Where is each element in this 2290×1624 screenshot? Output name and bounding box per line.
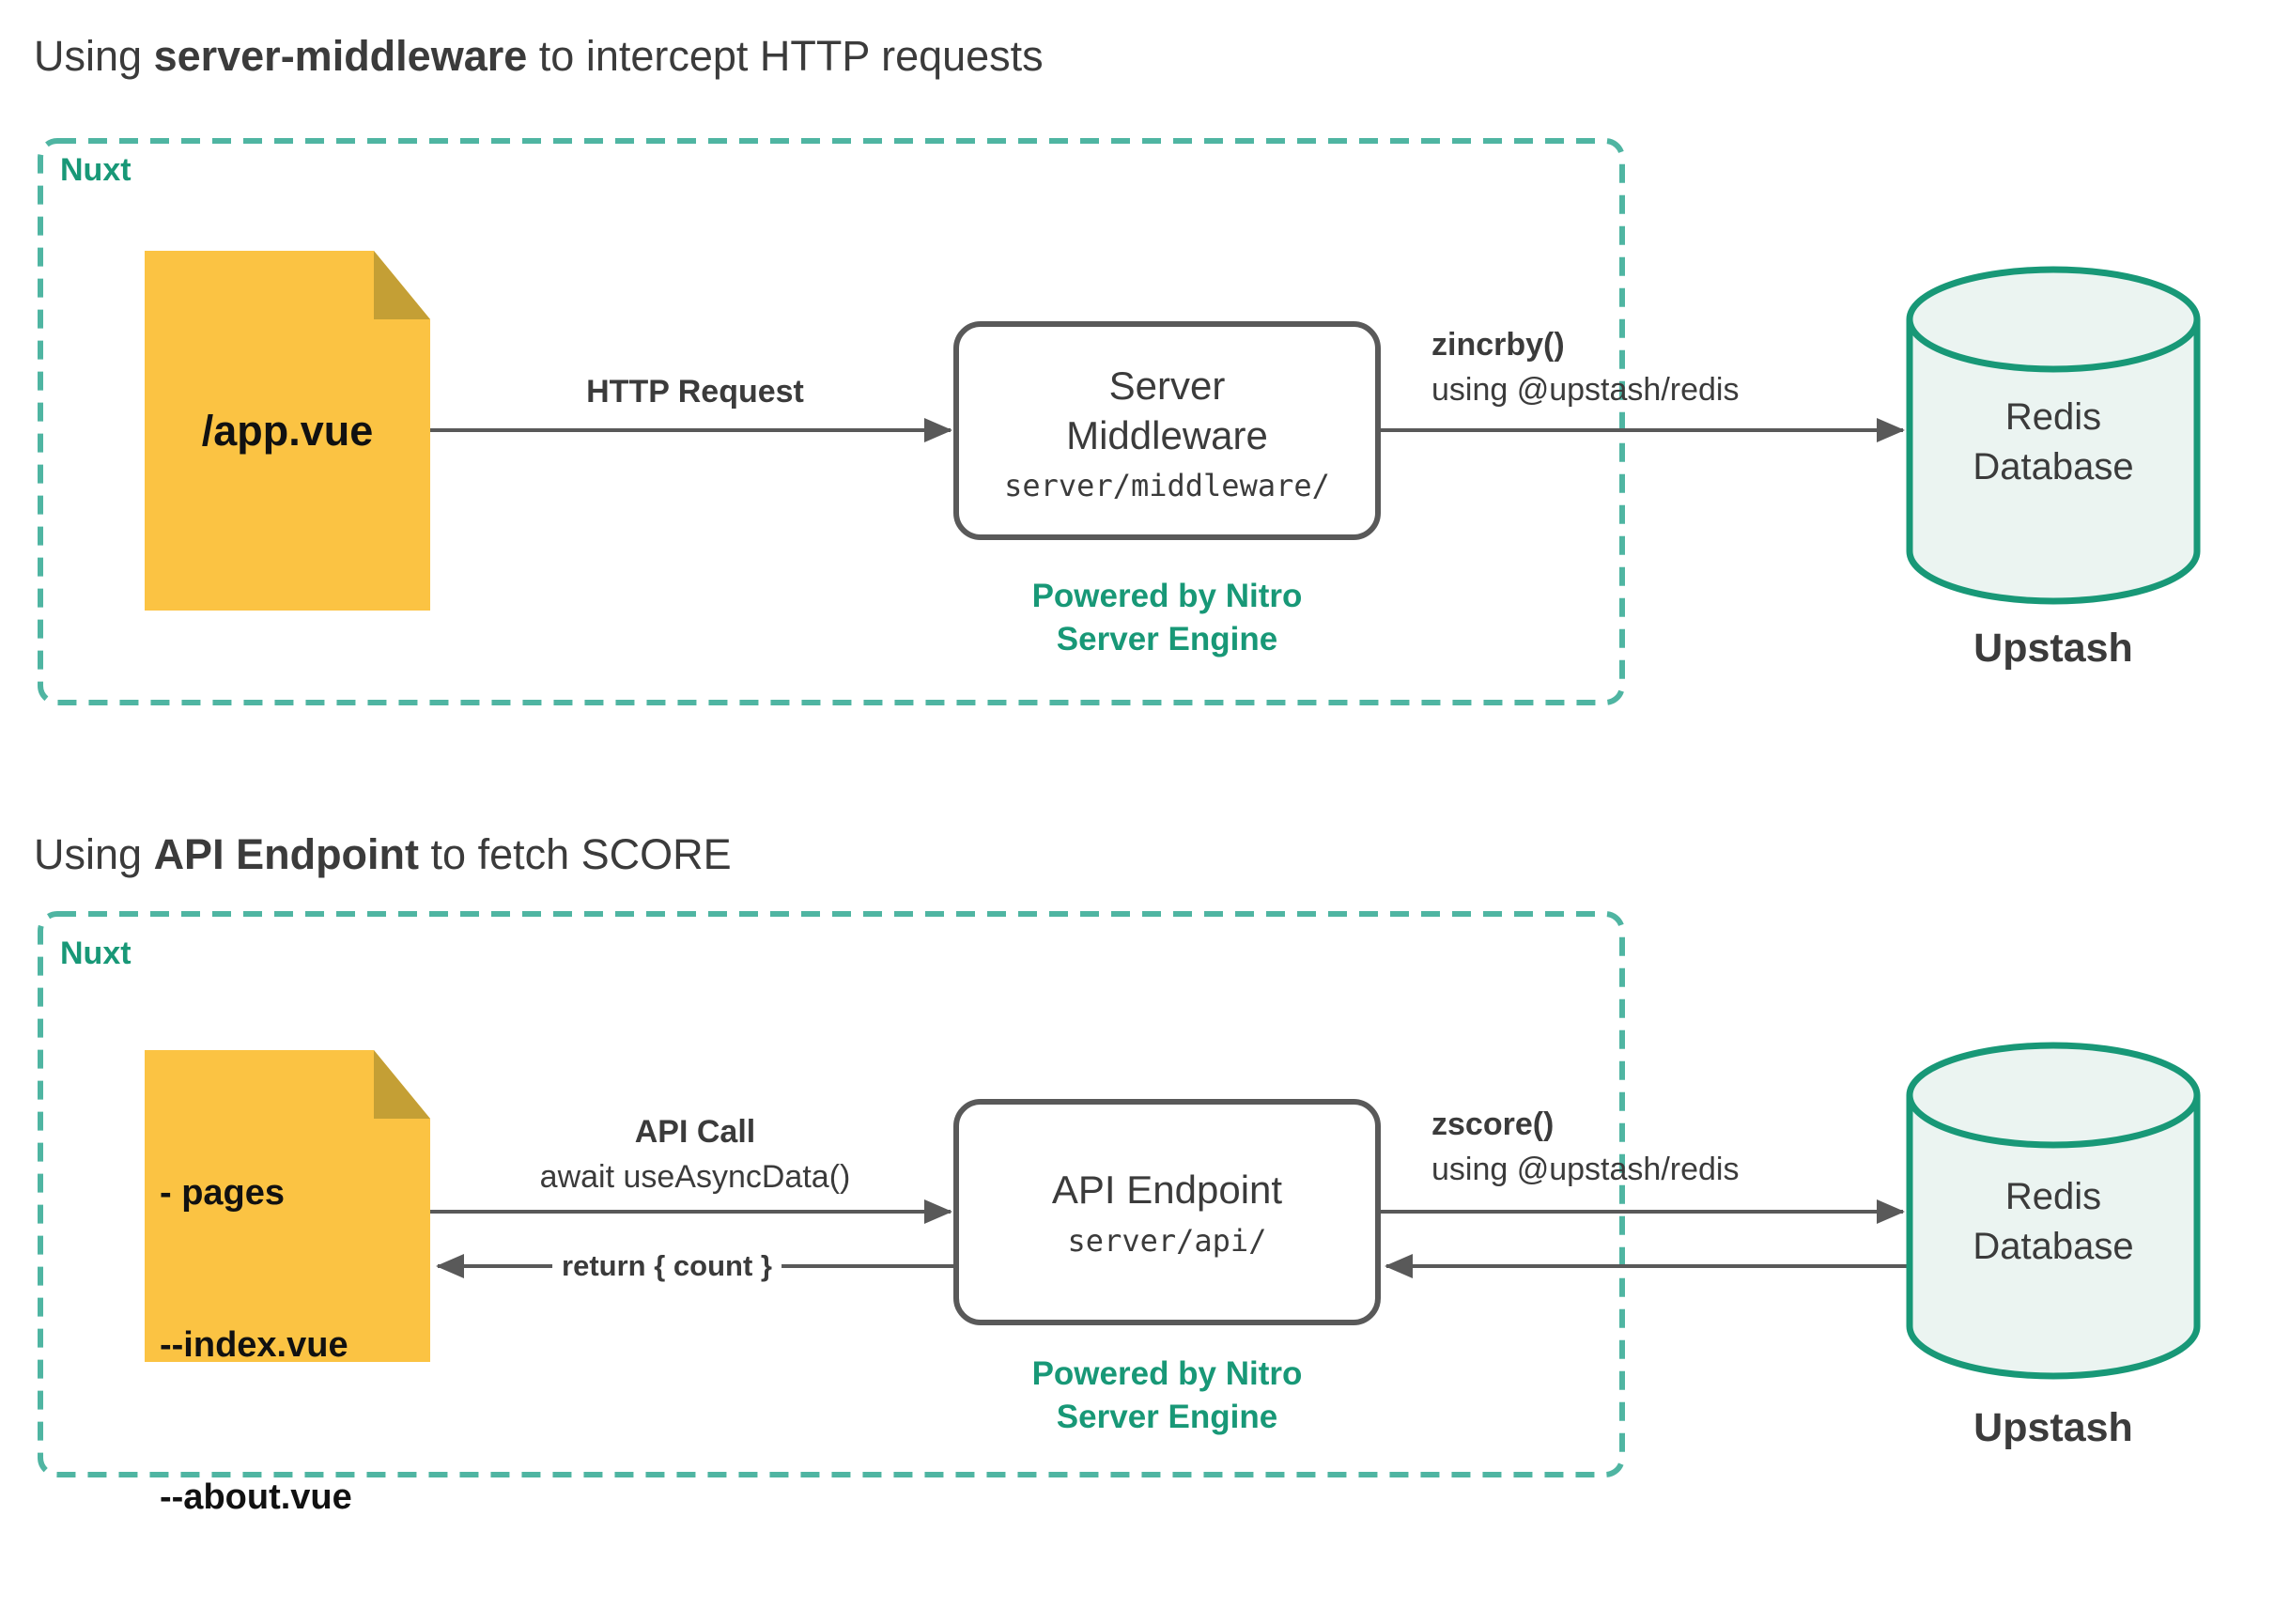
pages-file-line-2: --index.vue [160, 1324, 348, 1365]
server-middleware-path: server/middleware/ [1004, 468, 1330, 503]
powered-by-nitro-1: Powered by Nitro Server Engine [956, 575, 1378, 661]
powered-by-nitro-2-line2: Server Engine [1056, 1399, 1278, 1436]
server-middleware-title: Server Middleware [1066, 362, 1268, 460]
redis-database-label-1-line1: Redis [2004, 396, 2102, 438]
redis-cylinder-top-1 [1906, 266, 2201, 373]
pages-file-lines: - pages --index.vue --about.vue [160, 1067, 352, 1624]
redis-database-label-2-line2: Database [1973, 1225, 2134, 1267]
section2-title-suffix: to fetch SCORE [419, 830, 732, 878]
pages-file-line-1: - pages [160, 1172, 286, 1213]
pages-file-fold-icon [374, 1050, 430, 1119]
powered-by-nitro-1-line2: Server Engine [1056, 621, 1278, 658]
section2-title: Using API Endpoint to fetch SCORE [34, 830, 732, 879]
section1-title: Using server-middleware to intercept HTT… [34, 32, 1044, 81]
redis-database-label-1: Redis Database [1910, 393, 2197, 492]
section1-title-suffix: to intercept HTTP requests [527, 32, 1044, 80]
server-middleware-title-line1: Server [1108, 363, 1226, 408]
api-endpoint-path: server/api/ [1067, 1222, 1267, 1259]
section2-title-bold: API Endpoint [153, 830, 420, 878]
zscore-via-label: using @upstash/redis [1431, 1152, 1740, 1187]
zincrby-via-label: using @upstash/redis [1431, 372, 1740, 408]
redis-cylinder-body-1 [1906, 319, 2201, 605]
powered-by-nitro-1-line1: Powered by Nitro [1031, 578, 1303, 614]
nuxt-container-1 [38, 138, 1625, 705]
vue-file-fold-icon [374, 251, 430, 319]
redis-cylinder-top-2 [1906, 1042, 2201, 1149]
upstash-caption-2: Upstash [1973, 1405, 2133, 1450]
section1-title-prefix: Using [34, 32, 154, 80]
api-endpoint-box-content: API Endpoint server/api/ [956, 1101, 1378, 1323]
app-vue-file-label: /app.vue [201, 406, 374, 455]
http-request-arrow-label: HTTP Request [586, 374, 804, 410]
server-middleware-box-content: Server Middleware server/middleware/ [956, 321, 1378, 544]
api-endpoint-title: API Endpoint [1051, 1168, 1283, 1213]
api-call-arrow-label: API Call [634, 1114, 756, 1150]
section1-title-bold: server-middleware [153, 32, 528, 80]
redis-database-label-2-line1: Redis [2004, 1176, 2102, 1217]
zscore-label: zscore() [1431, 1106, 1555, 1142]
redis-cylinder-body-2 [1906, 1095, 2201, 1380]
redis-database-label-1-line2: Database [1973, 445, 2134, 487]
vue-file-icon [145, 251, 430, 611]
nuxt-container-label-2: Nuxt [60, 936, 132, 971]
diagram-shapes-layer [38, 138, 2201, 1477]
redis-database-label-2: Redis Database [1910, 1172, 2197, 1272]
nuxt-container-2 [38, 911, 1625, 1477]
return-count-label: return { count } [552, 1249, 781, 1283]
server-middleware-title-line2: Middleware [1066, 412, 1268, 457]
pages-file-icon [145, 1050, 430, 1362]
diagram-canvas: Using server-middleware to intercept HTT… [34, 32, 2201, 1517]
api-call-arrow-sublabel: await useAsyncData() [539, 1159, 851, 1195]
powered-by-nitro-2-line1: Powered by Nitro [1031, 1355, 1303, 1392]
powered-by-nitro-2: Powered by Nitro Server Engine [956, 1353, 1378, 1439]
pages-file-line-3: --about.vue [160, 1477, 352, 1517]
nuxt-container-label-1: Nuxt [60, 152, 132, 188]
upstash-caption-1: Upstash [1973, 626, 2133, 671]
zincrby-label: zincrby() [1431, 327, 1565, 363]
section2-title-prefix: Using [34, 830, 154, 878]
